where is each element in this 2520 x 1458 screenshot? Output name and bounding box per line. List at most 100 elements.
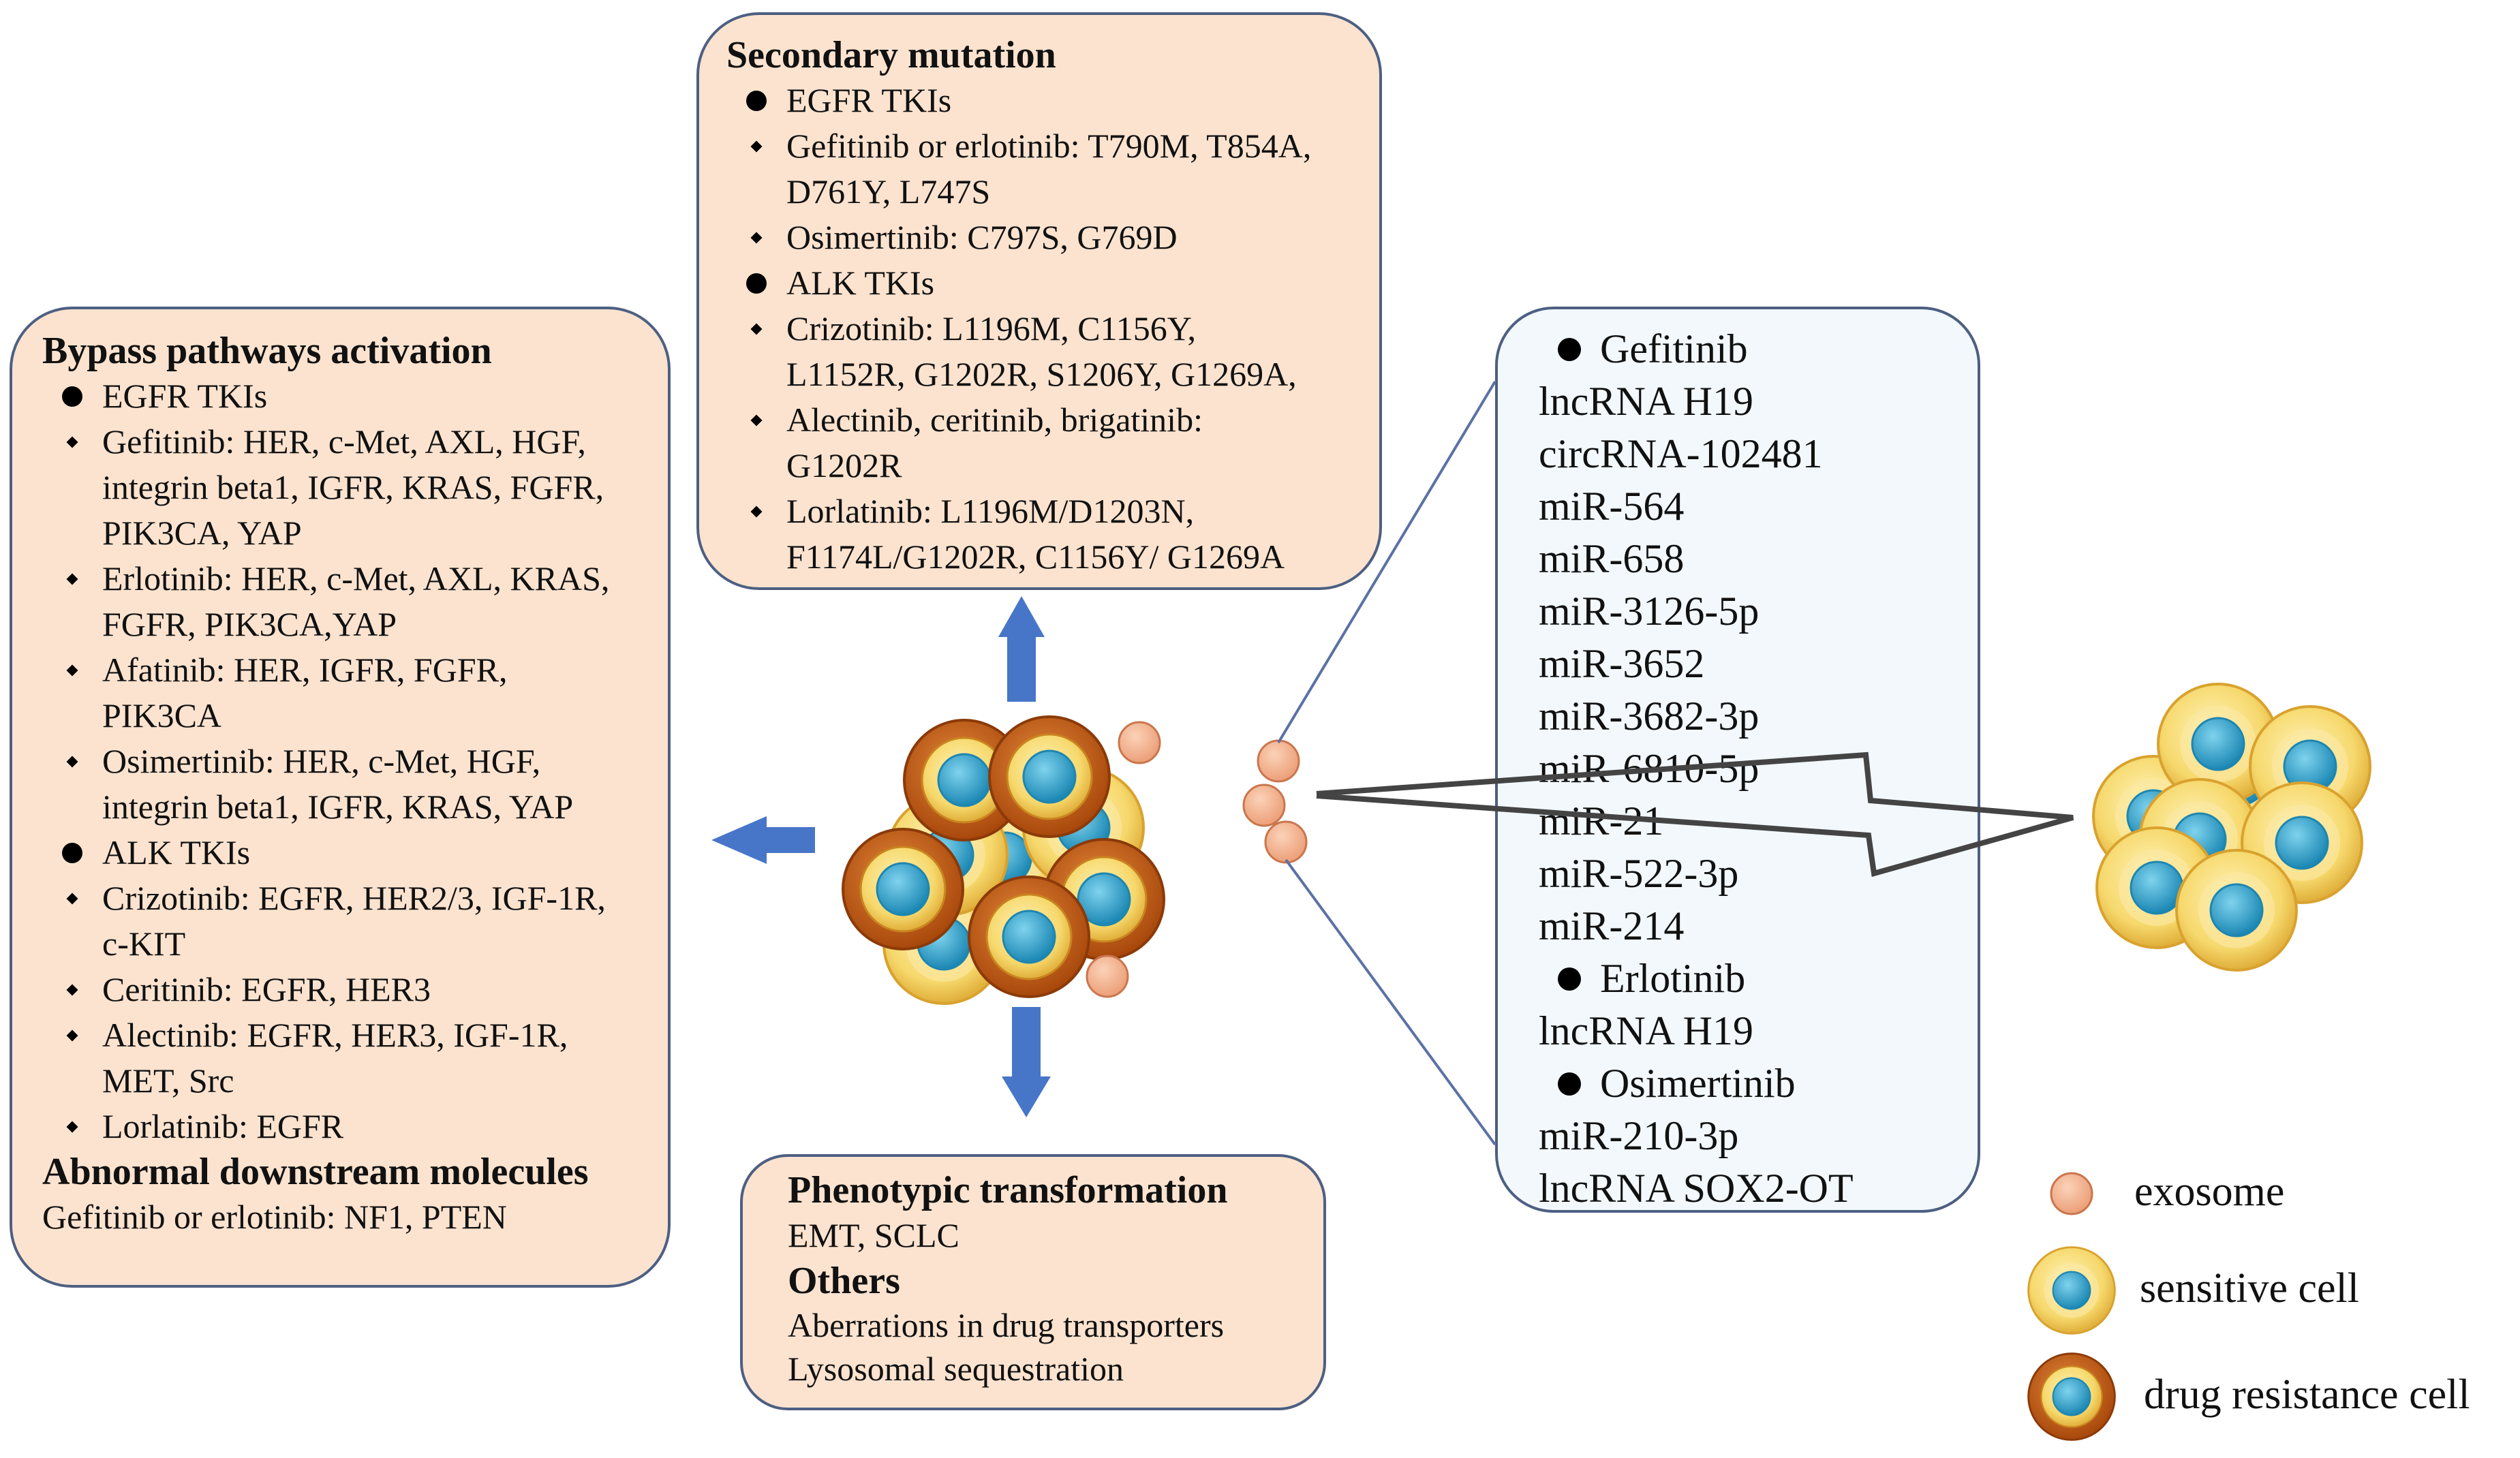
legend-resistant-cell-label: drug resistance cell: [2144, 1371, 2470, 1418]
cargo-item-text: miR-214: [1539, 903, 1685, 948]
cargo-item-text: miR-3682-3p: [1539, 694, 1760, 739]
cargo-molecule: miR-214: [1539, 900, 1978, 952]
legend-sensitive-cell-icon: [2027, 1246, 2116, 1335]
abnormal-downstream-title: Abnormal downstream molecules: [42, 1151, 589, 1193]
cargo-drug-header: Erlotinib: [1539, 952, 1978, 1005]
secondary-item-text: Lorlatinib: L1196M/D1203N,: [786, 492, 1195, 530]
arrow-up-icon: [998, 596, 1045, 702]
cargo-item-text: miR-3652: [1539, 641, 1705, 686]
bypass-item-text: Afatinib: HER, IGFR, FGFR,: [102, 651, 508, 689]
bypass-list-item: Alectinib: EGFR, HER3, IGF-1R, MET, Src: [42, 1012, 668, 1104]
cargo-molecule: circRNA-102481: [1539, 428, 1978, 480]
abnormal-downstream-text: Gefitinib or erlotinib: NF1, PTEN: [42, 1198, 507, 1236]
bullet-dot-icon: [1539, 323, 1600, 375]
bullet-dot-icon: [42, 830, 102, 875]
bypass-item-text: integrin beta1, IGFR, KRAS, FGFR,: [102, 468, 604, 506]
cargo-molecule: lncRNA SOX2-OT: [1539, 1162, 1978, 1215]
bypass-list-item: Afatinib: HER, IGFR, FGFR, PIK3CA: [42, 647, 668, 739]
arrow-down-icon: [1002, 1007, 1051, 1117]
cargo-molecule: miR-3126-5p: [1539, 585, 1978, 638]
bullet-dot-icon: [1539, 952, 1600, 1005]
phenotypic-transformation-box: Phenotypic transformation EMT, SCLC Othe…: [740, 1154, 1326, 1410]
bypass-item-text: ALK TKIs: [102, 833, 251, 871]
cargo-item-text: lncRNA H19: [1539, 1008, 1753, 1053]
cargo-item-text: Gefitinib: [1600, 326, 1748, 371]
bypass-item-text: Gefitinib: HER, c-Met, AXL, HGF,: [102, 422, 586, 461]
cargo-molecule: lncRNA H19: [1539, 1005, 1978, 1057]
cargo-item-text: circRNA-102481: [1539, 431, 1823, 476]
bullet-dot-icon: [42, 373, 102, 419]
bullet-dot-icon: [726, 78, 786, 123]
cargo-item-text: miR-3126-5p: [1539, 589, 1760, 634]
bypass-list-item: Ceritinib: EGFR, HER3: [42, 967, 668, 1012]
secondary-list-item: Alectinib, ceritinib, brigatinib: G1202R: [726, 397, 1379, 488]
cargo-molecule: miR-564: [1539, 480, 1978, 533]
bypass-item-text: Erlotinib: HER, c-Met, AXL, KRAS,: [102, 559, 610, 598]
transfer-arrow-icon: [1316, 751, 2074, 878]
cargo-molecule: miR-210-3p: [1539, 1110, 1978, 1162]
legend-exosome-label: exosome: [2134, 1168, 2285, 1215]
phenotypic-transformation-text: EMT, SCLC: [788, 1216, 959, 1254]
secondary-list-item: Gefitinib or erlotinib: T790M, T854A, D76…: [726, 123, 1379, 215]
bypass-list-item: Erlotinib: HER, c-Met, AXL, KRAS, FGFR, P…: [42, 556, 668, 647]
bypass-item-text: Osimertinib: HER, c-Met, HGF,: [102, 742, 541, 780]
secondary-item-text: F1174L/G1202R, C1156Y/ G1269A: [786, 538, 1285, 576]
legend-exosome-icon: [2050, 1172, 2093, 1215]
sensitive-cell-cluster: [2092, 683, 2371, 972]
others-line-2: Lysosomal sequestration: [788, 1350, 1124, 1388]
cargo-item-text: miR-522-3p: [1539, 851, 1739, 896]
bypass-item-text: FGFR, PIK3CA,YAP: [102, 605, 397, 643]
cargo-item-text: miR-564: [1539, 484, 1685, 529]
cargo-item-text: miR-658: [1539, 536, 1685, 581]
bypass-list-item: Lorlatinib: EGFR: [42, 1104, 668, 1149]
others-title: Others: [788, 1260, 900, 1302]
bullet-dot-icon: [1539, 1057, 1600, 1110]
bypass-list-item: Gefitinib: HER, c-Met, AXL, HGF, integrin…: [42, 419, 668, 556]
cargo-item-text: lncRNA SOX2-OT: [1539, 1166, 1854, 1211]
secondary-list-item: Osimertinib: C797S, G769D: [726, 215, 1379, 260]
secondary-list-item: Crizotinib: L1196M, C1156Y, L1152R, G1202…: [726, 306, 1379, 397]
cargo-item-text: miR-210-3p: [1539, 1113, 1739, 1158]
secondary-mutation-title: Secondary mutation: [726, 34, 1056, 76]
secondary-list-item: Lorlatinib: L1196M/D1203N, F1174L/G1202R,…: [726, 488, 1379, 580]
cargo-molecule: miR-3682-3p: [1539, 690, 1978, 743]
secondary-item-text: Crizotinib: L1196M, C1156Y,: [786, 309, 1196, 347]
bypass-list-item: Osimertinib: HER, c-Met, HGF,integrin be…: [42, 739, 668, 830]
cargo-molecule: miR-3652: [1539, 638, 1978, 690]
secondary-list-item: EGFR TKIs: [726, 78, 1379, 123]
bypass-item-text: Alectinib: EGFR, HER3, IGF-1R,: [102, 1016, 568, 1054]
cargo-drug-header: Gefitinib: [1539, 323, 1978, 375]
connector-line-top: [1277, 380, 1496, 744]
bypass-item-text: PIK3CA: [102, 696, 222, 734]
exosome-cargo-box: Gefitinib lncRNA H19 circRNA-102481 miR-564…: [1495, 307, 1980, 1213]
secondary-item-text: Gefitinib or erlotinib: T790M, T854A,: [786, 127, 1312, 165]
bypass-list-item: Crizotinib: EGFR, HER2/3, IGF-1R,c-KIT: [42, 875, 668, 967]
secondary-item-text: ALK TKIs: [786, 264, 935, 302]
secondary-item-text: G1202R: [786, 446, 902, 484]
bypass-item-text: MET, Src: [102, 1061, 234, 1100]
arrow-left-icon: [711, 816, 815, 864]
cargo-drug-header: Osimertinib: [1539, 1057, 1978, 1110]
cargo-item-text: lncRNA H19: [1539, 379, 1753, 424]
secondary-item-text: Alectinib, ceritinib, brigatinib:: [786, 401, 1203, 439]
bypass-item-text: PIK3CA, YAP: [102, 514, 302, 552]
secondary-item-text: Osimertinib: C797S, G769D: [786, 218, 1178, 256]
legend-resistant-cell-icon: [2027, 1352, 2116, 1441]
secondary-item-text: D761Y, L747S: [786, 172, 991, 211]
secondary-list-item: ALK TKIs: [726, 260, 1379, 306]
exosome-cargo-list: Gefitinib lncRNA H19 circRNA-102481 miR-564…: [1539, 323, 1978, 1215]
cargo-molecule: miR-522-3p: [1539, 848, 1978, 900]
secondary-item-text: L1152R, G1202R, S1206Y, G1269A,: [786, 355, 1297, 393]
bypass-list-item: EGFR TKIs: [42, 373, 668, 419]
bypass-pathways-title: Bypass pathways activation: [42, 330, 492, 372]
bypass-item-text: EGFR TKIs: [102, 377, 268, 415]
bypass-list-item: ALK TKIs: [42, 830, 668, 875]
legend-sensitive-cell-label: sensitive cell: [2140, 1265, 2359, 1312]
cargo-item-text: Erlotinib: [1600, 956, 1746, 1001]
cargo-molecule: miR-658: [1539, 533, 1978, 585]
